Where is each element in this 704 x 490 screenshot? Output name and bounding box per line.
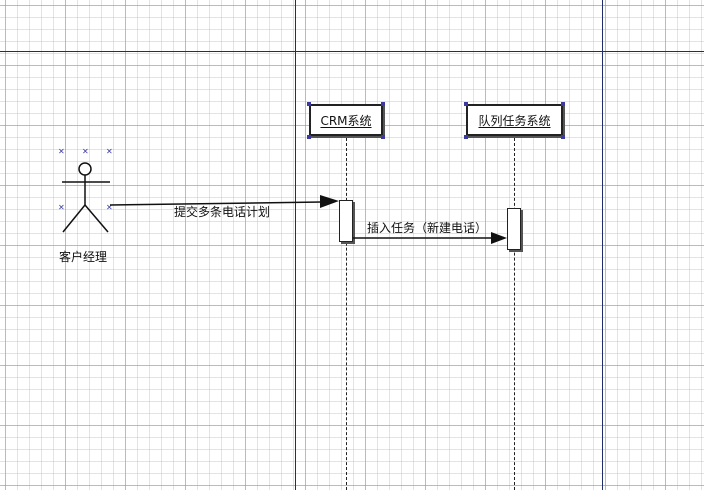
resize-handle[interactable]: [307, 102, 311, 106]
activation-crm[interactable]: [339, 200, 353, 242]
page-guide-horizontal: [0, 51, 704, 52]
resize-handle[interactable]: [381, 135, 385, 139]
object-label: 队列任务系统: [478, 113, 551, 128]
lifeline-queue: [514, 138, 515, 490]
selection-handle-icon: ✕: [58, 147, 65, 156]
resize-handle[interactable]: [381, 102, 385, 106]
object-queue-task-system[interactable]: 队列任务系统: [466, 104, 563, 136]
arrowhead-icon: [320, 195, 339, 208]
resize-handle[interactable]: [561, 102, 565, 106]
page-guide-vertical-left: [295, 0, 296, 490]
message-label[interactable]: 插入任务（新建电话）: [367, 221, 488, 235]
message-arrow-line: [109, 201, 323, 206]
page-guide-vertical-right: [602, 0, 603, 490]
resize-handle[interactable]: [561, 135, 565, 139]
resize-handle[interactable]: [464, 135, 468, 139]
lifeline-crm: [346, 138, 347, 490]
resize-handle[interactable]: [464, 102, 468, 106]
message-label[interactable]: 提交多条电话计划: [174, 205, 271, 219]
selection-handle-icon: ✕: [106, 147, 113, 156]
arrowhead-icon: [491, 232, 507, 244]
selection-handle-icon: ✕: [58, 203, 65, 212]
selection-handle-icon: ✕: [106, 203, 113, 212]
object-label: CRM系统: [320, 113, 372, 128]
resize-handle[interactable]: [307, 135, 311, 139]
object-crm-system[interactable]: CRM系统: [309, 104, 383, 136]
actor-label: 客户经理: [59, 250, 108, 264]
activation-queue[interactable]: [507, 208, 521, 250]
selection-handle-icon: ✕: [82, 147, 89, 156]
